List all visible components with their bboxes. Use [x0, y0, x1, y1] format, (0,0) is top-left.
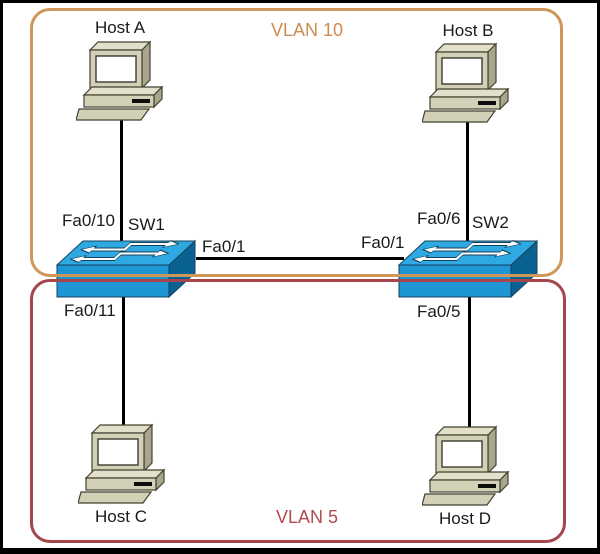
host-d-label: Host D: [439, 509, 491, 528]
sw1-port-fa0-1-label: Fa0/1: [202, 237, 246, 256]
vlan5-label: VLAN 5: [275, 507, 339, 527]
sw1-port-fa0-10-label: Fa0/10: [62, 211, 115, 230]
sw2-switch-icon: [398, 239, 538, 299]
link-hostc-sw1: [122, 294, 125, 430]
link-sw1-sw2-trunk: [196, 257, 404, 260]
host-d-icon: [422, 425, 510, 506]
sw2-port-fa0-5-label: Fa0/5: [417, 302, 461, 321]
host-b-label: Host B: [442, 21, 494, 40]
vlan10-label: VLAN 10: [270, 20, 344, 40]
sw1-port-fa0-11-label: Fa0/11: [64, 301, 116, 320]
host-c-label: Host C: [95, 507, 147, 526]
host-a-label: Host A: [94, 18, 146, 37]
sw2-port-fa0-6-label: Fa0/6: [417, 209, 461, 228]
host-b-icon: [422, 42, 510, 123]
link-hosta-sw1: [120, 112, 123, 244]
link-hostd-sw2: [468, 296, 471, 430]
sw2-name-label: SW2: [472, 213, 509, 232]
host-c-icon: [78, 423, 166, 504]
sw2-port-fa0-1-label: Fa0/1: [361, 233, 405, 252]
sw1-switch-icon: [56, 239, 196, 299]
host-a-icon: [76, 40, 164, 121]
link-hostb-sw2: [466, 114, 469, 244]
sw1-name-label: SW1: [128, 215, 165, 234]
